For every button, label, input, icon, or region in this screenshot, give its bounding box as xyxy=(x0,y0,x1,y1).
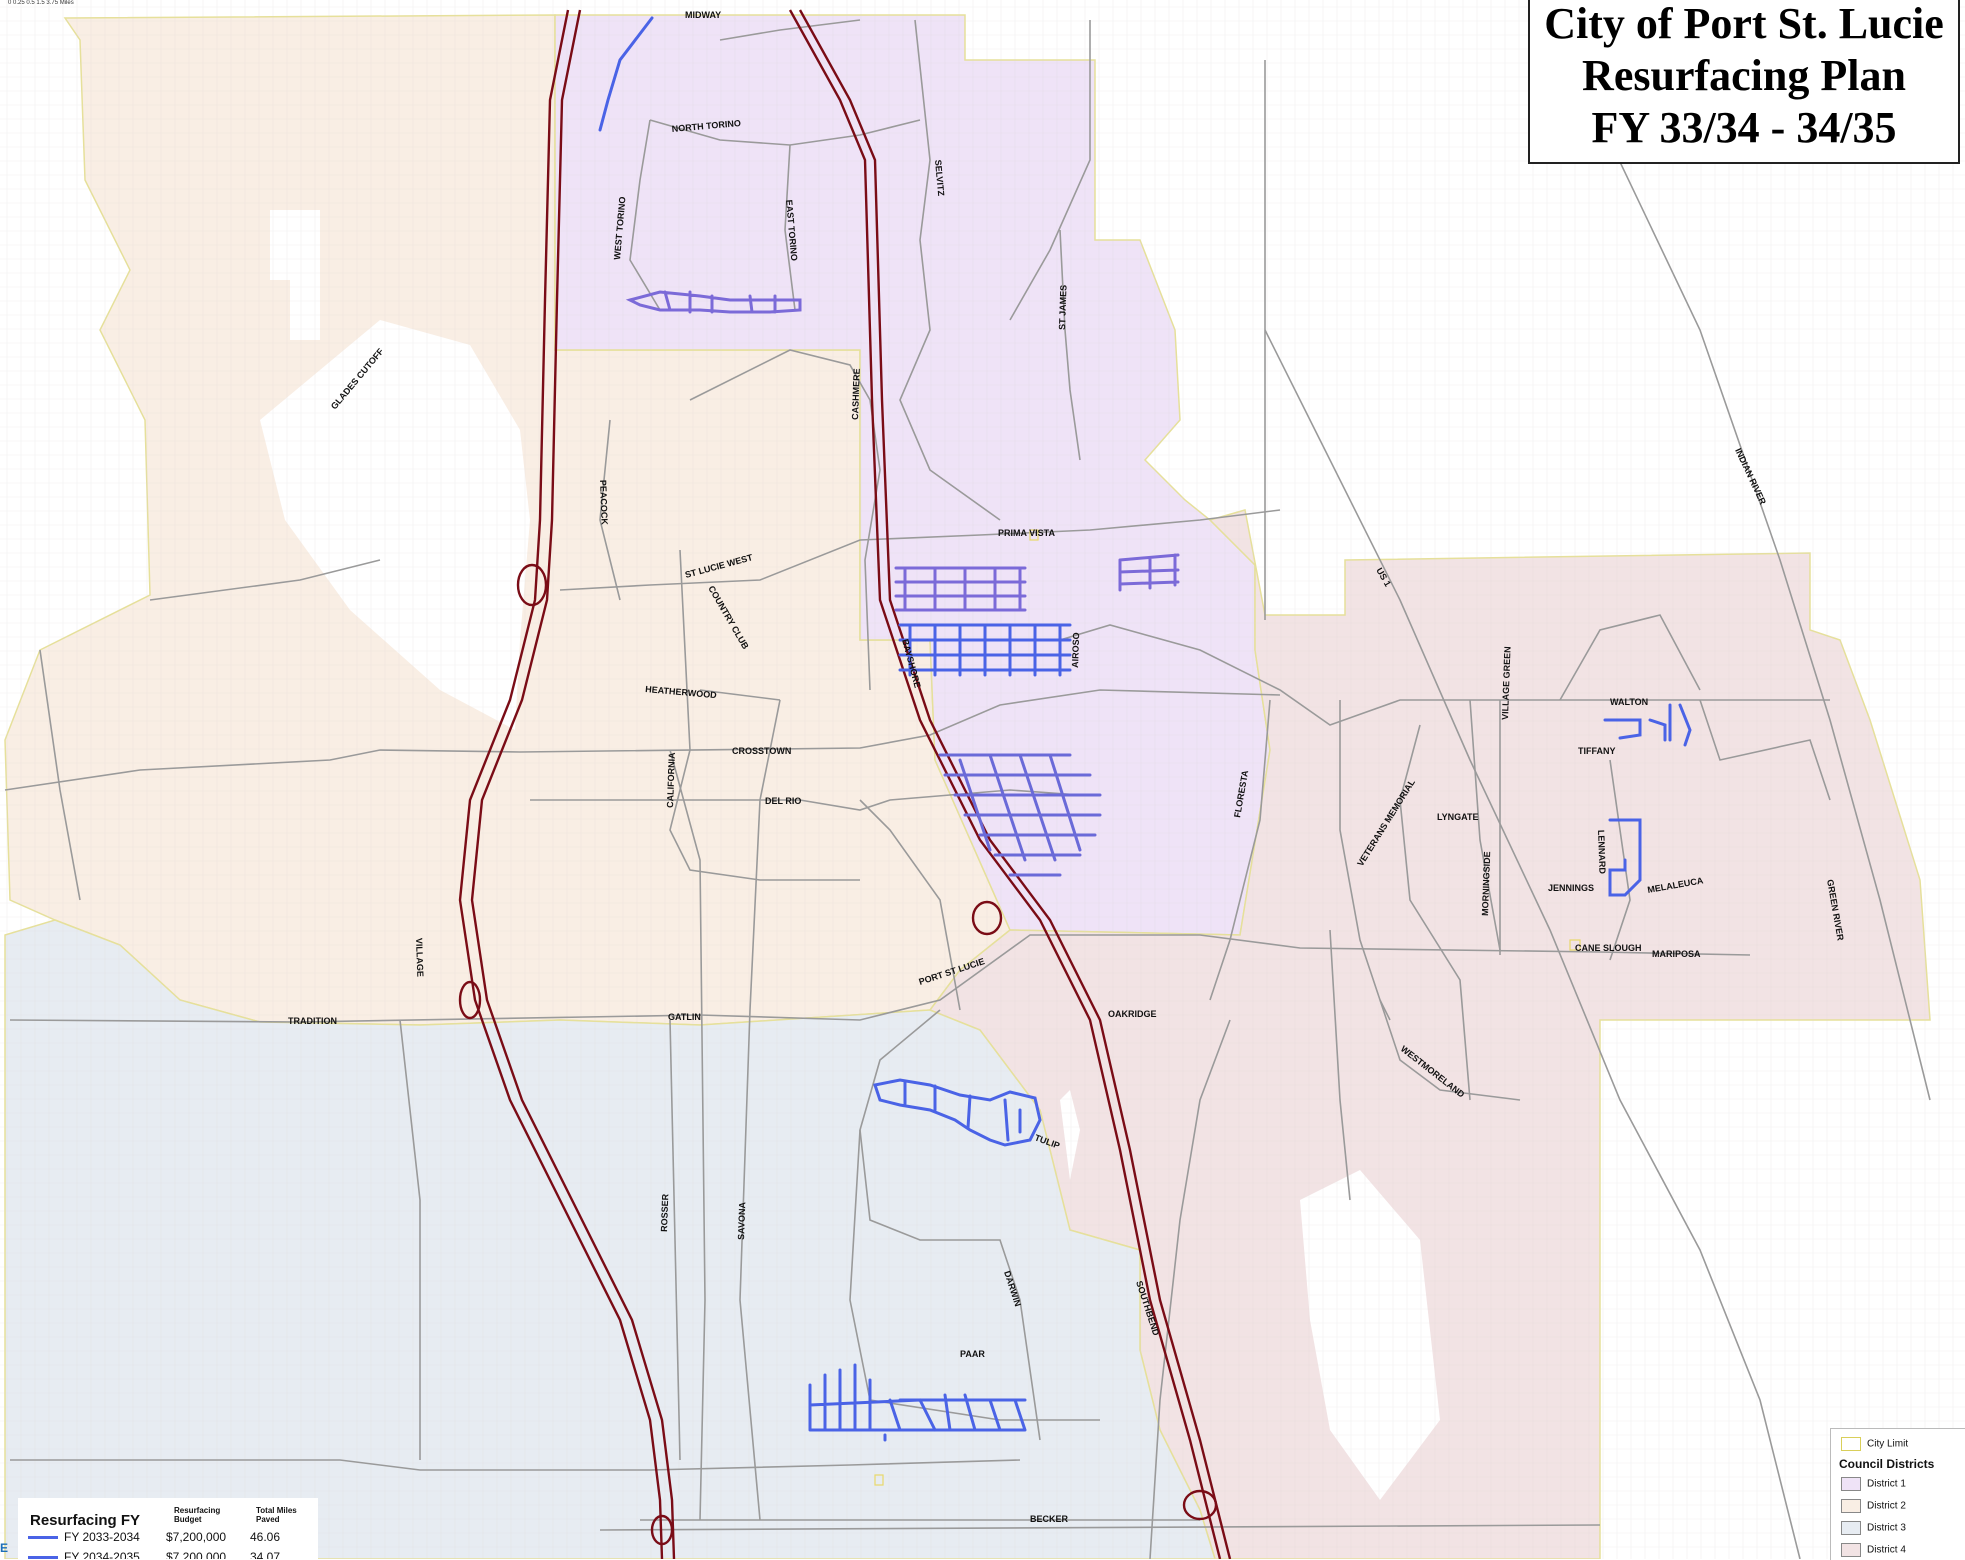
road-label: MORNINGSIDE xyxy=(1480,851,1492,916)
arterial-roads xyxy=(4,19,1931,1559)
road-label: SAVONA xyxy=(736,1201,747,1240)
resurfacing-segment xyxy=(898,623,1072,677)
road-label: JENNINGS xyxy=(1548,883,1594,893)
map-title: City of Port St. Lucie Resurfacing Plan … xyxy=(1528,0,1960,164)
resurfacing-segment xyxy=(873,1078,1042,1147)
road-label: MIDWAY xyxy=(685,10,721,20)
district-label: District 2 xyxy=(1867,1500,1906,1512)
scale-bar: 0 0.25 0.5 1.5 3.75 Miles xyxy=(8,0,74,6)
highways xyxy=(458,9,1232,1559)
city-limit-markers xyxy=(874,529,1581,1486)
road-label: VILLAGE xyxy=(414,938,425,977)
district-swatch xyxy=(1841,1543,1861,1557)
resurfacing-swatch xyxy=(28,1556,58,1559)
legend-city-limit: City Limit xyxy=(1841,1437,1908,1451)
road-label: PAAR xyxy=(960,1349,985,1359)
road-label: BECKER xyxy=(1030,1514,1069,1524)
resurfacing-segment xyxy=(894,566,1027,612)
legend-row-label: FY 2034-2035 xyxy=(64,1550,140,1559)
legend-heading: Resurfacing FY xyxy=(30,1512,141,1529)
road-label: ST JAMES xyxy=(1057,285,1069,330)
district-label: District 4 xyxy=(1867,1544,1906,1556)
road-label: SELVITZ xyxy=(933,159,946,197)
road-label: AIROSO xyxy=(1070,632,1081,668)
title-line-2: Resurfacing Plan xyxy=(1582,51,1906,100)
resurfacing-segment xyxy=(625,290,802,314)
resurfacing-segment xyxy=(938,753,1102,877)
legend-budget-header: Resurfacing Budget xyxy=(174,1506,221,1524)
resurfacing-segment xyxy=(598,16,654,132)
district-swatch xyxy=(1841,1499,1861,1513)
road-label: OAKRIDGE xyxy=(1108,1009,1157,1019)
road-label: TRADITION xyxy=(288,1016,337,1026)
district-legend: City Limit Council Districts District 1 … xyxy=(1830,1428,1965,1560)
legend-row-miles: 46.06 xyxy=(250,1530,281,1544)
road-label: CALIFORNIA xyxy=(665,752,677,808)
title-line-1: City of Port St. Lucie xyxy=(1544,0,1944,48)
legend-district-4: District 4 xyxy=(1841,1543,1906,1557)
district-swatch xyxy=(1841,1477,1861,1491)
legend-miles-header: Total Miles Paved xyxy=(256,1506,297,1524)
road-label: TIFFANY xyxy=(1578,746,1616,756)
legend-row-label: FY 2033-2034 xyxy=(64,1530,140,1544)
road-label: DEL RIO xyxy=(765,796,801,806)
resurfacing-segment xyxy=(1608,818,1642,897)
road-label: PRIMA VISTA xyxy=(998,528,1056,538)
road-label: CANE SLOUGH xyxy=(1575,943,1642,953)
legend-row-budget: $7,200,000 xyxy=(166,1550,227,1559)
road-label: CROSSTOWN xyxy=(732,746,791,756)
legend-districts-heading: Council Districts xyxy=(1839,1457,1935,1471)
legend-row: FY 2034-2035 $7,200,000 34.07 xyxy=(28,1550,280,1559)
legend-row-budget: $7,200,000 xyxy=(166,1530,227,1544)
city-limit-swatch xyxy=(1841,1437,1861,1451)
city-limit-label: City Limit xyxy=(1867,1438,1909,1450)
road-label: WALTON xyxy=(1610,697,1648,707)
road-label: PEACOCK xyxy=(598,480,610,526)
resurfacing-segment xyxy=(1603,703,1692,747)
legend-district-3: District 3 xyxy=(1841,1521,1906,1535)
district-label: District 1 xyxy=(1867,1478,1906,1490)
resurfacing-segment xyxy=(1118,553,1180,592)
road-label: ROSSER xyxy=(659,1193,670,1232)
road-label: GATLIN xyxy=(668,1012,701,1022)
road-label: MARIPOSA xyxy=(1652,949,1701,959)
legend-row: FY 2033-2034 $7,200,000 46.06 xyxy=(28,1530,280,1544)
resurfacing-segment xyxy=(808,1363,1027,1442)
brand-mark: E xyxy=(0,1541,9,1555)
district-swatch xyxy=(1841,1521,1861,1535)
road-label: LYNGATE xyxy=(1437,812,1479,822)
resurfacing-swatch xyxy=(28,1536,58,1540)
resurfacing-segments xyxy=(598,16,1692,1442)
road-label: CASHMERE xyxy=(850,368,862,420)
legend-row-miles: 34.07 xyxy=(250,1550,281,1559)
title-line-3: FY 33/34 - 34/35 xyxy=(1591,103,1897,152)
road-label: LENNARD xyxy=(1596,830,1608,875)
legend-district-1: District 1 xyxy=(1841,1477,1906,1491)
district-label: District 3 xyxy=(1867,1522,1906,1534)
resurfacing-legend: Resurfacing FY Resurfacing Budget Total … xyxy=(18,1498,318,1559)
legend-district-2: District 2 xyxy=(1841,1499,1906,1513)
road-label: VILLAGE GREEN xyxy=(1500,646,1513,720)
